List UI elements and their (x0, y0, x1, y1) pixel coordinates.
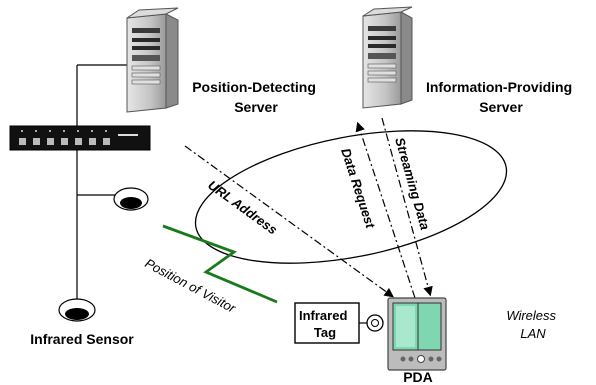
communication-lines (184, 117, 433, 299)
data-request-line (355, 121, 416, 299)
infrared-sensor-icon (58, 298, 96, 322)
position-server-icon (126, 7, 179, 113)
infrared-sensor-label: Infrared Sensor (30, 331, 134, 347)
pda-icon (387, 297, 447, 371)
infrared-tag-label: Infrared Tag (299, 308, 351, 340)
streaming-data-label: Streaming Data (392, 136, 433, 232)
position-of-visitor-label: Position of Visitor (143, 255, 239, 316)
network-hub-icon (9, 125, 151, 151)
network-cable (76, 64, 133, 305)
wireless-lan-ellipse (194, 130, 508, 264)
info-server-label: Information-Providing Server (426, 79, 576, 115)
data-request-label: Data Request (338, 146, 378, 230)
lightning-bolt-icon (162, 224, 278, 304)
wireless-lan-label: Wireless LAN (506, 308, 559, 341)
url-address-line (184, 145, 394, 298)
infrared-sensor-icon (113, 187, 149, 211)
streaming-data-line (381, 117, 433, 297)
info-server-icon (362, 6, 413, 109)
pda-label: PDA (403, 369, 433, 385)
position-server-label: Position-Detecting Server (192, 79, 320, 115)
infrared-tag-icon (294, 302, 384, 344)
